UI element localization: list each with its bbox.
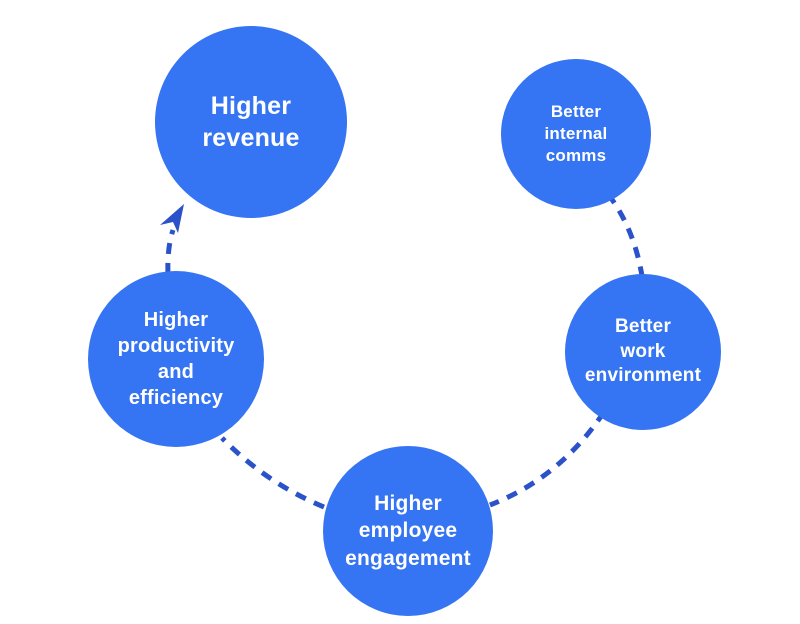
connector-productivity-to-revenue	[165, 229, 176, 275]
node-higher-productivity-and-efficiency-label: Higher productivity and efficiency	[117, 309, 235, 409]
node-better-internal-comms: Better internal comms	[501, 59, 651, 209]
node-higher-employee-engagement-label: Higher employee engagement	[345, 492, 471, 570]
node-higher-employee-engagement: Higher employee engagement	[323, 446, 493, 616]
node-higher-revenue-label: Higher revenue	[202, 91, 300, 153]
connector-engagement-to-productivity	[220, 436, 325, 510]
node-better-work-environment: Better work environment	[565, 274, 721, 430]
connector-workenv-to-engagement	[489, 410, 607, 508]
arrowhead-icon	[160, 204, 184, 233]
node-better-internal-comms-label: Better internal comms	[544, 101, 608, 166]
node-higher-revenue: Higher revenue	[155, 26, 347, 218]
connector-comms-to-workenv	[606, 192, 645, 277]
node-better-work-environment-label: Better work environment	[584, 315, 702, 387]
node-higher-productivity-and-efficiency: Higher productivity and efficiency	[88, 271, 264, 447]
